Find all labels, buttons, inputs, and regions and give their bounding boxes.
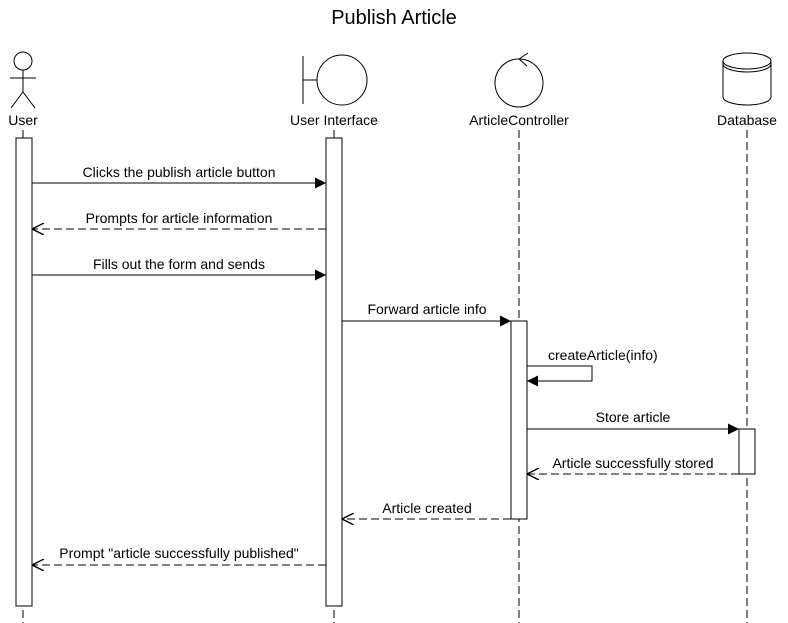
message-label: Article successfully stored — [552, 455, 713, 471]
participant-label-article-controller: ArticleController — [469, 112, 569, 128]
message-label: createArticle(info) — [548, 347, 658, 363]
message-label: Fills out the form and sends — [93, 256, 265, 272]
activation-database — [738, 428, 756, 475]
activation-user-interface — [325, 137, 343, 607]
message-label: Clicks the publish article button — [83, 164, 276, 180]
message-label: Prompt "article successfully published" — [59, 545, 299, 561]
participant-label-user: User — [8, 112, 38, 128]
activation-article-controller — [510, 320, 528, 520]
activation-user — [15, 137, 33, 607]
control-icon — [494, 52, 544, 108]
actor-icon — [10, 51, 36, 109]
boundary-icon — [302, 54, 368, 106]
self-call-arrow — [527, 365, 593, 387]
message-label: Article created — [382, 500, 471, 516]
participant-label-user-interface: User Interface — [290, 112, 378, 128]
database-icon — [722, 52, 772, 106]
message-label: Prompts for article information — [86, 210, 273, 226]
message-label: Store article — [596, 409, 671, 425]
participant-label-database: Database — [717, 112, 777, 128]
message-label: Forward article info — [367, 301, 486, 317]
diagram-title: Publish Article — [331, 7, 457, 29]
